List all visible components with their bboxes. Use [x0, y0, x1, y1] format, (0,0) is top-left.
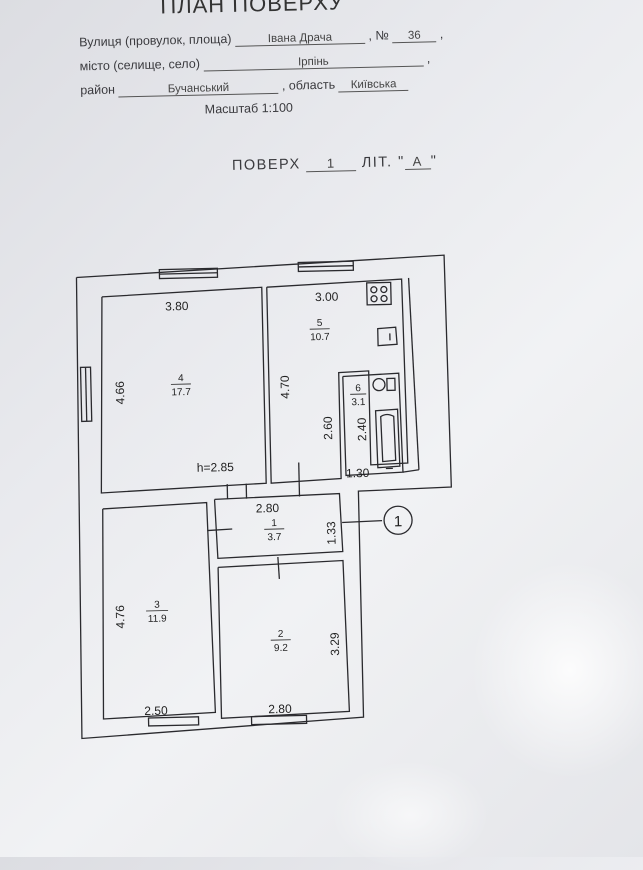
room-1-number: 1	[271, 518, 277, 529]
room-4-width: 3.80	[165, 299, 189, 314]
room-2-number: 2	[278, 629, 284, 640]
room-5-width: 3.00	[315, 290, 339, 305]
room-2-height: 3.29	[328, 632, 343, 656]
room-4-number: 4	[178, 373, 184, 384]
room-6-number: 6	[355, 383, 361, 394]
room-4-height: 4.66	[113, 381, 128, 405]
toilet-icon	[387, 378, 395, 390]
bathtub-icon	[376, 409, 400, 468]
room-3-height: 4.76	[113, 605, 128, 629]
room-6-area: 3.1	[351, 397, 366, 408]
stove-icon	[367, 282, 391, 305]
room-1-area: 3.7	[267, 532, 282, 543]
room-2-width: 2.80	[268, 702, 292, 717]
wall-lines	[71, 255, 457, 738]
room-3-area: 11.9	[148, 614, 167, 625]
room-5-area: 10.7	[310, 332, 330, 343]
room-5-number: 5	[317, 318, 323, 329]
corridor-height: 2.60	[321, 416, 336, 440]
room-4-area: 17.7	[171, 387, 191, 398]
room-6-height: 2.40	[355, 417, 370, 441]
room-5-height: 4.70	[278, 375, 293, 399]
ceiling-height: h=2.85	[197, 460, 235, 475]
sink-icon	[378, 327, 397, 345]
room-3-width: 2.50	[144, 704, 168, 719]
washbasin-icon	[373, 379, 385, 391]
room-1-height: 1.33	[324, 521, 339, 545]
room-3-number: 3	[154, 600, 160, 611]
window-bottom-left	[148, 717, 198, 726]
room-1-width: 2.80	[256, 501, 280, 516]
room-labels: 4 17.7 5 10.7 6 3.1 1 3.7 3 11.9 2 9.2	[140, 317, 373, 657]
entrance-marker-label: 1	[394, 513, 403, 530]
dimension-labels: 3.80 4.66 3.00 4.70 2.60 2.40 1.30 h=2.8…	[106, 289, 376, 720]
room-2-area: 9.2	[274, 643, 289, 654]
room-6-width: 1.30	[346, 466, 370, 481]
